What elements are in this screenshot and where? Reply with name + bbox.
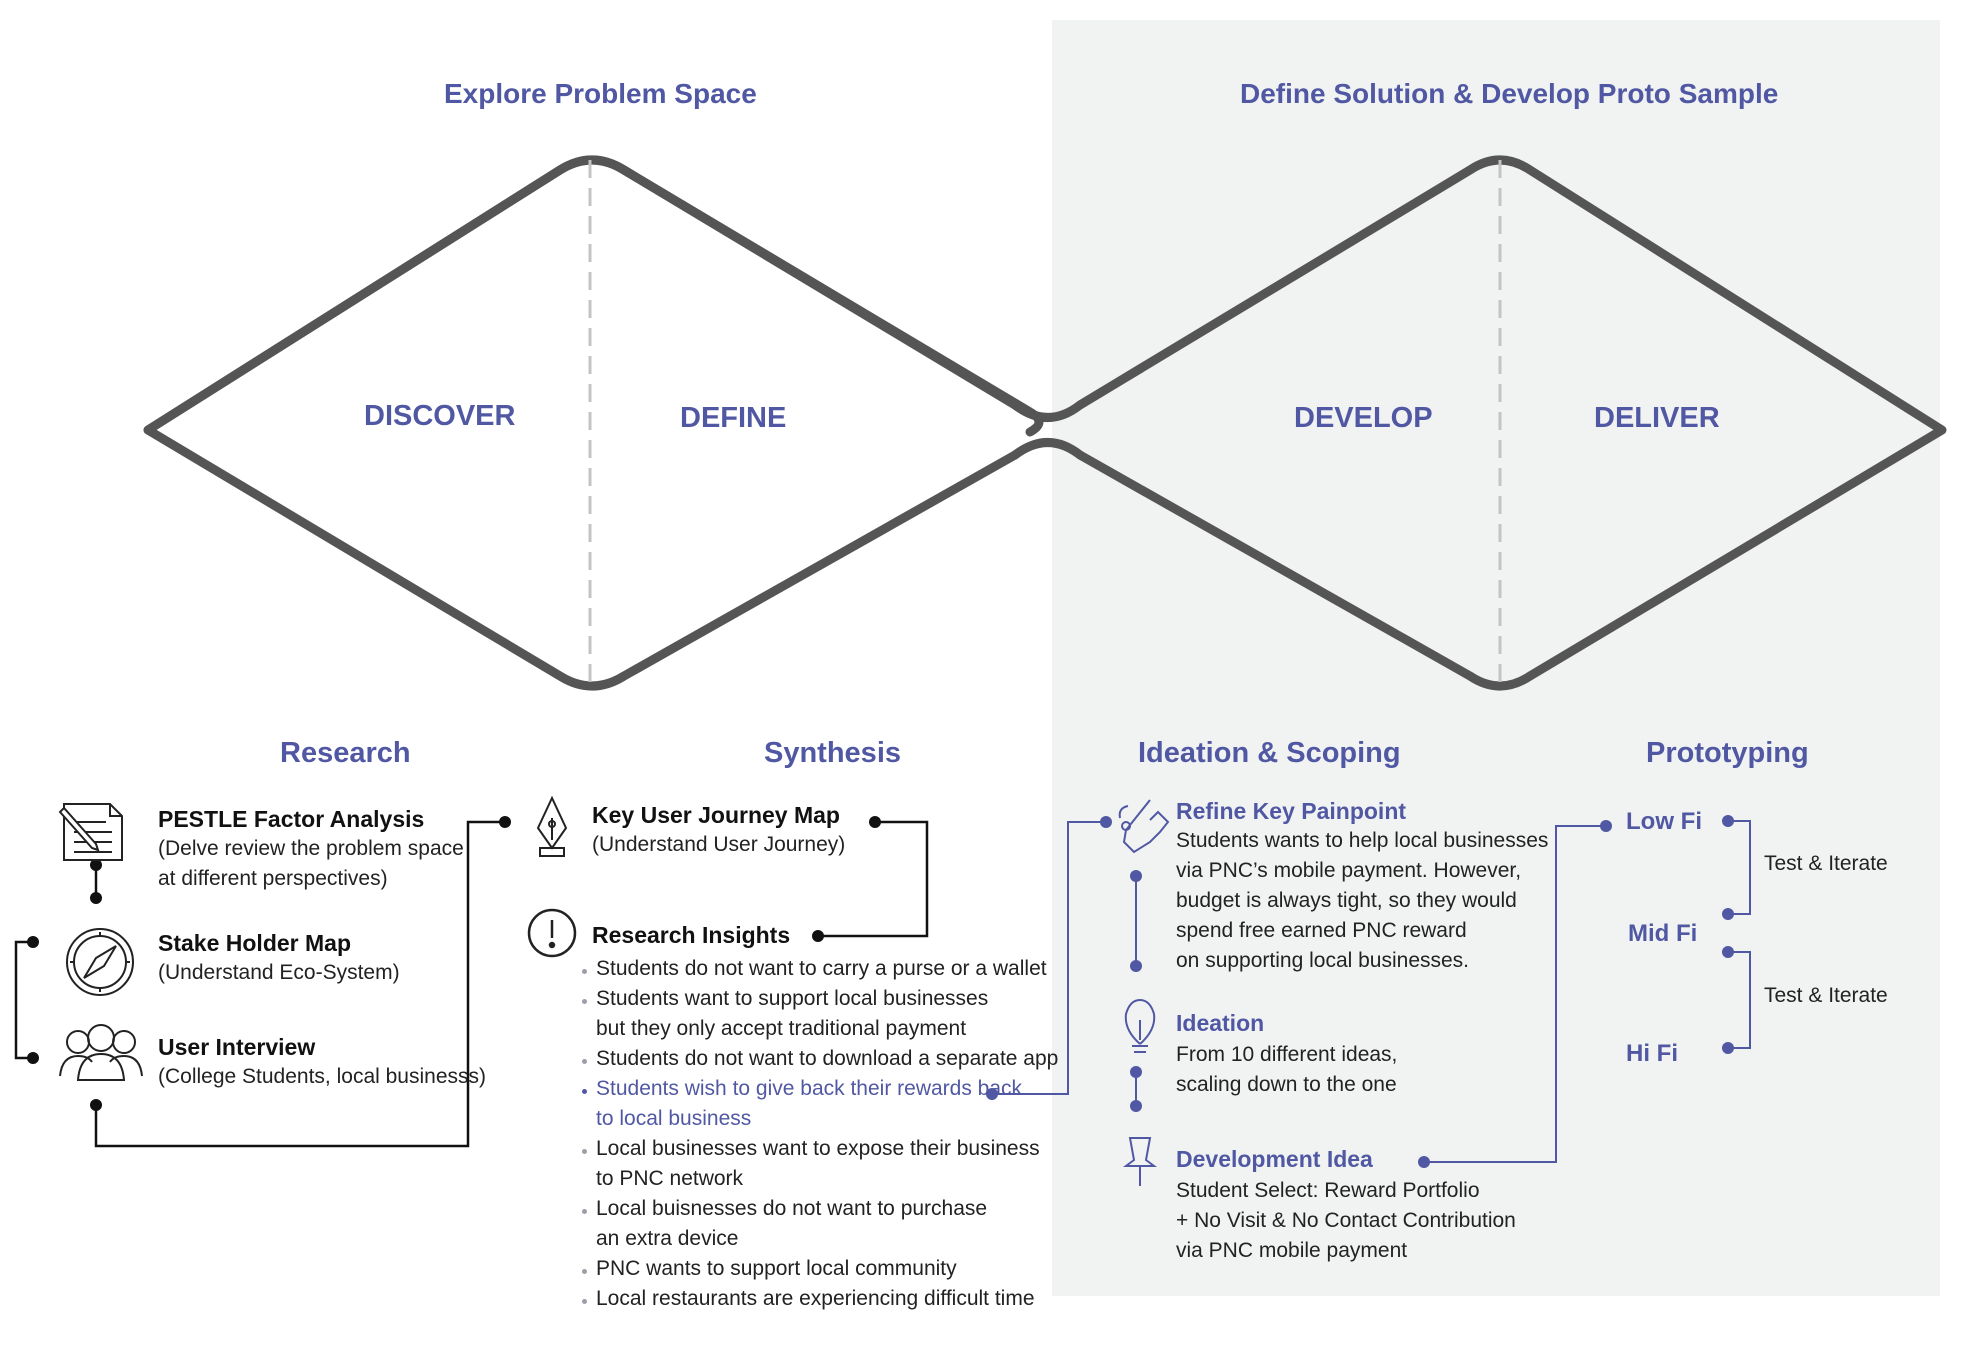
painpoint-description: Students wants to help local businesses … xyxy=(1176,829,1549,972)
stage-discover: DISCOVER xyxy=(364,400,516,432)
stage-define: DEFINE xyxy=(680,402,787,434)
phase-title-explore: Explore Problem Space xyxy=(444,78,757,109)
ideation-description: From 10 different ideas, scaling down to… xyxy=(1176,1043,1398,1096)
section-prototyping: Prototyping xyxy=(1646,737,1809,769)
stakeholder-description: (Understand Eco-System) xyxy=(158,961,400,984)
stage-deliver: DELIVER xyxy=(1594,402,1720,434)
insight-item-highlighted: Students wish to give back their rewards… xyxy=(582,1074,1058,1134)
pen-nib-icon xyxy=(536,795,568,857)
proto-low-fi: Low Fi xyxy=(1626,808,1702,835)
insight-item: Students do not want to download a separ… xyxy=(582,1044,1058,1074)
section-research: Research xyxy=(280,737,411,769)
test-iterate-label: Test & Iterate xyxy=(1764,984,1888,1007)
proto-mid-fi: Mid Fi xyxy=(1628,920,1698,947)
diamond-right-half xyxy=(1077,155,1947,691)
devidea-description: Student Select: Reward Portfolio + No Vi… xyxy=(1176,1179,1516,1262)
interview-description: (College Students, local businesss) xyxy=(158,1065,487,1088)
journey-title: Key User Journey Map xyxy=(592,802,840,828)
insights-list: Students do not want to carry a purse or… xyxy=(582,954,1058,1314)
users-icon xyxy=(59,1024,143,1081)
pestle-title: PESTLE Factor Analysis xyxy=(158,806,425,832)
painpoint-title: Refine Key Painpoint xyxy=(1176,798,1407,824)
phase-title-define-solution: Define Solution & Develop Proto Sample xyxy=(1240,78,1779,109)
interview-title: User Interview xyxy=(158,1034,316,1060)
section-synthesis: Synthesis xyxy=(764,737,901,769)
test-iterate-label: Test & Iterate xyxy=(1764,852,1888,875)
discover-define-diamond xyxy=(143,155,1044,437)
insight-item: Local businesses want to expose their bu… xyxy=(582,1134,1058,1194)
pestle-description: (Delve review the problem space at diffe… xyxy=(158,837,464,890)
insight-item: Students want to support local businesse… xyxy=(582,984,1058,1044)
develop-deliver-panel xyxy=(1052,20,1940,1296)
insight-item: Local buisnesses do not want to purchase… xyxy=(582,1194,1058,1254)
proto-hi-fi: Hi Fi xyxy=(1626,1040,1678,1067)
section-ideation-scoping: Ideation & Scoping xyxy=(1138,737,1401,769)
compass-icon xyxy=(66,928,134,996)
diamond-left-half xyxy=(143,155,1018,691)
diamond-waist-bottom xyxy=(1010,438,1085,460)
stakeholder-title: Stake Holder Map xyxy=(158,930,351,956)
insights-title: Research Insights xyxy=(592,922,791,948)
exclamation-circle-icon xyxy=(527,908,577,958)
insight-item: Students do not want to carry a purse or… xyxy=(582,954,1058,984)
stage-develop: DEVELOP xyxy=(1294,402,1433,434)
devidea-title: Development Idea xyxy=(1176,1146,1373,1172)
insight-item: Local restaurants are experiencing diffi… xyxy=(582,1284,1058,1314)
ideation-title: Ideation xyxy=(1176,1010,1265,1036)
pushpin-icon xyxy=(1123,1137,1157,1186)
document-pencil-icon xyxy=(58,803,123,861)
hand-pointer-icon xyxy=(1118,799,1170,854)
diamond-waist-top xyxy=(1010,400,1085,422)
journey-description: (Understand User Journey) xyxy=(592,833,846,856)
insight-item: PNC wants to support local community xyxy=(582,1254,1058,1284)
lightbulb-icon xyxy=(1124,998,1156,1053)
